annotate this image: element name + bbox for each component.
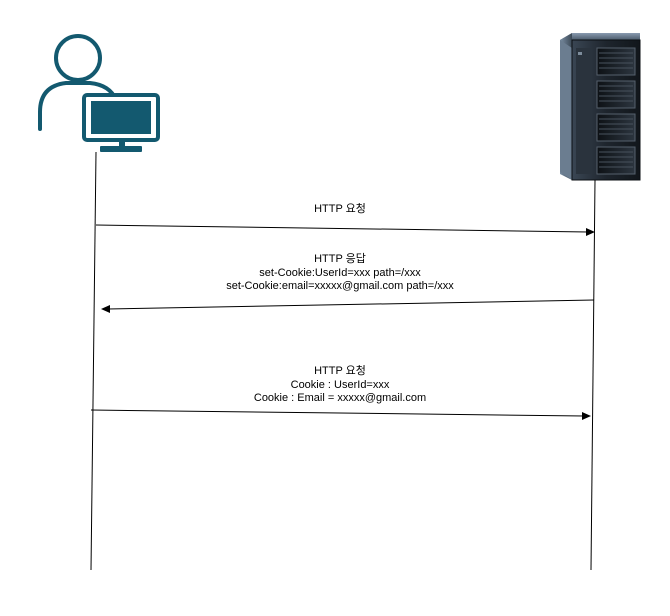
arrow-http-response [101,299,595,313]
message-line: set-Cookie:email=xxxxx@gmail.com path=/x… [226,280,454,292]
client-user-icon [38,34,160,152]
server-drive-bays [596,47,636,175]
user-head-icon [54,34,102,82]
client-lifeline [90,151,97,571]
message-line: set-Cookie:UserId=xxx path=/xxx [259,266,421,279]
message-line: HTTP 요청 [314,365,366,377]
message-label-http-response: HTTP 응답 set-Cookie:UserId=xxx path=/xxx … [110,253,570,294]
message-line: HTTP 응답 [314,253,366,265]
user-body-icon [38,81,118,131]
message-line: Cookie : UserId=xxx [290,378,390,391]
server-lifeline [590,179,596,571]
message-line: Cookie : Email = xxxxx@gmail.com [253,392,427,404]
message-label-http-request-1: HTTP 요청 [110,203,570,217]
message-label-http-request-2: HTTP 요청 Cookie : UserId=xxx Cookie : Ema… [110,365,570,406]
arrow-http-request-1 [95,224,595,236]
server-rack-icon [560,33,641,181]
monitor-icon [82,93,160,152]
message-line: HTTP 요청 [314,203,366,215]
arrow-http-request-2 [90,409,591,420]
